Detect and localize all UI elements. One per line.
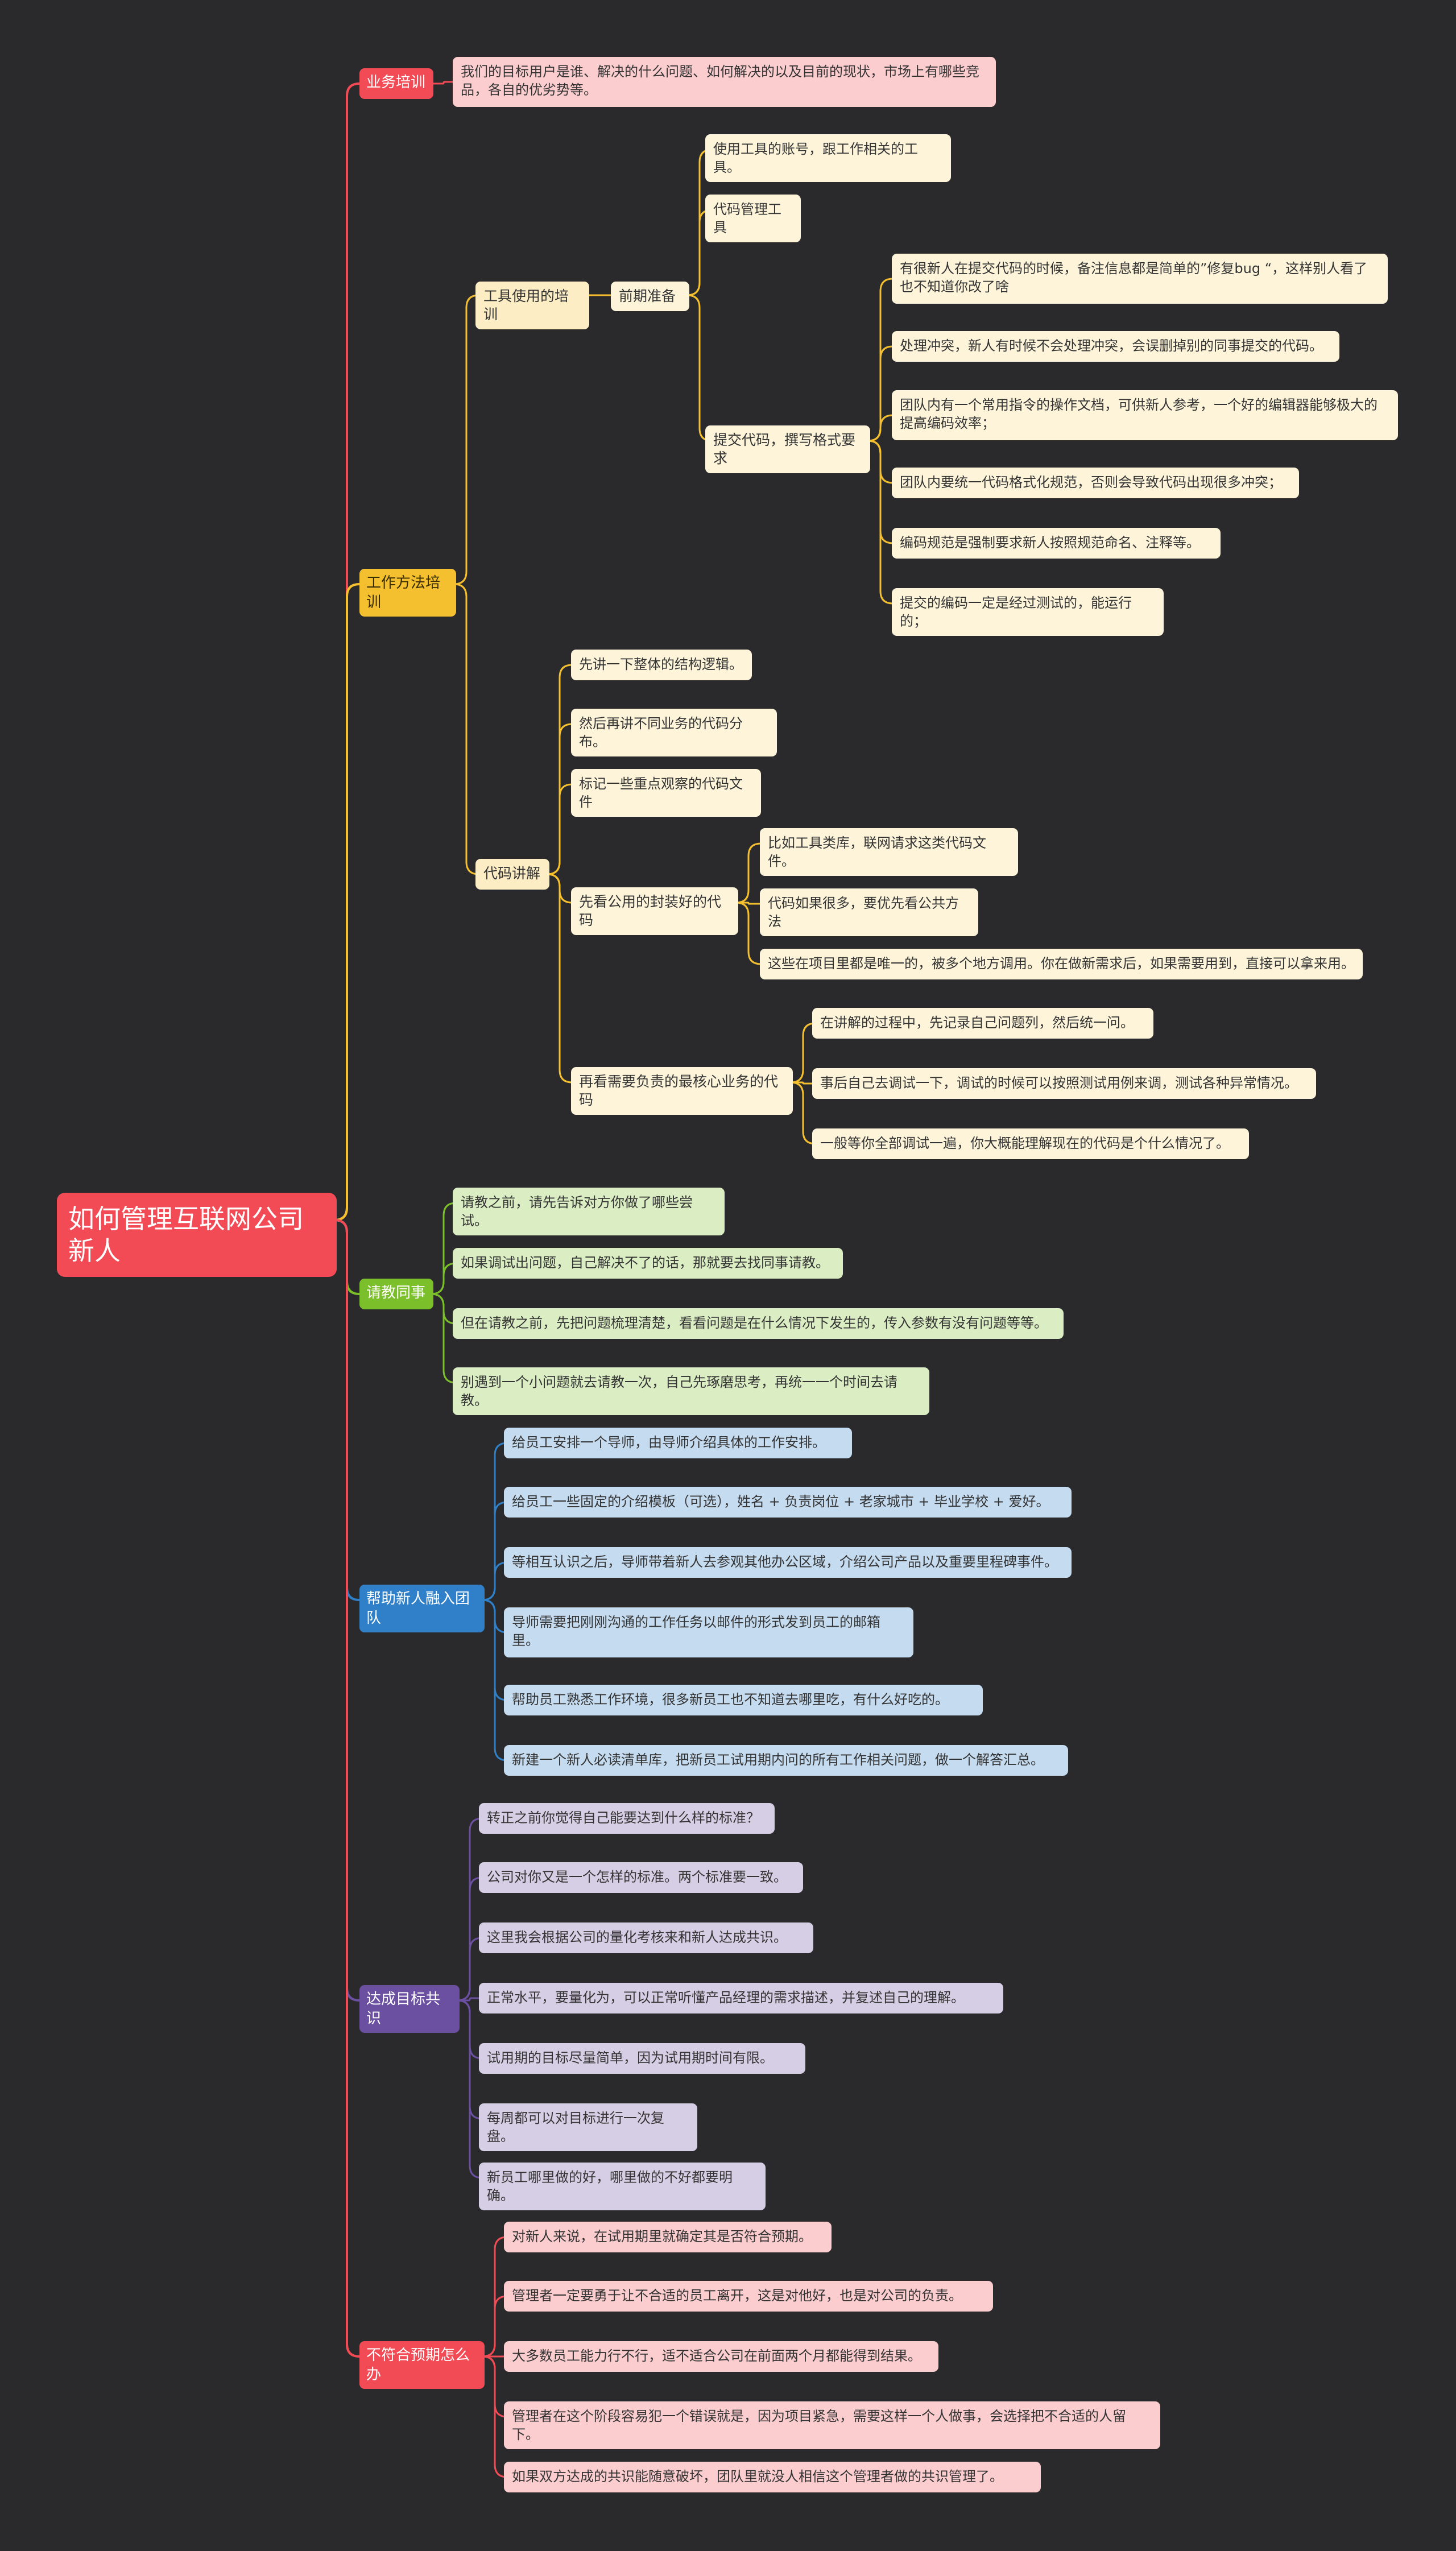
- branch-topic[interactable]: 业务培训: [359, 68, 433, 99]
- connector-line: [738, 902, 760, 905]
- leaf-topic[interactable]: 给员工安排一个导师，由导师介绍具体的工作安排。: [504, 1428, 852, 1458]
- leaf-topic[interactable]: 试用期的目标尽量简单，因为试用期时间有限。: [479, 2043, 805, 2074]
- connector-line: [547, 783, 573, 875]
- branch-topic[interactable]: 请教同事: [359, 1279, 433, 1309]
- leaf-topic[interactable]: 管理者一定要勇于让不合适的员工离开，这是对他好，也是对公司的负责。: [504, 2281, 993, 2312]
- branch-topic[interactable]: 工作方法培训: [359, 569, 456, 617]
- branch-topic[interactable]: 帮助新人融入团队: [359, 1585, 485, 1632]
- leaf-topic[interactable]: 提交的编码一定是经过测试的，能运行的；: [892, 588, 1164, 636]
- connector-line: [867, 414, 894, 442]
- leaf-topic[interactable]: 给员工一些固定的介绍模板（可选），姓名 + 负责岗位 + 老家城市 + 毕业学校…: [504, 1487, 1072, 1518]
- leaf-topic[interactable]: 公司对你又是一个怎样的标准。两个标准要一致。: [479, 1862, 803, 1893]
- subtopic[interactable]: 前期准备: [611, 282, 689, 311]
- branch-topic[interactable]: 达成目标共识: [359, 1985, 460, 2033]
- leaf-topic[interactable]: 团队内要统一代码格式化规范，否则会导致代码出现很多冲突；: [892, 468, 1299, 498]
- connector-line: [431, 1262, 457, 1295]
- leaf-topic[interactable]: 标记一些重点观察的代码文件: [571, 769, 761, 817]
- leaf-topic[interactable]: 等相互认识之后，导师带着新人去参观其他办公区域，介绍公司产品以及重要里程碑事件。: [504, 1547, 1072, 1578]
- leaf-topic[interactable]: 一般等你全部调试一遍，你大概能理解现在的代码是个什么情况了。: [812, 1128, 1249, 1159]
- connector-line: [482, 1599, 508, 1762]
- leaf-topic[interactable]: 这里我会根据公司的量化考核来和新人达成共识。: [479, 1922, 813, 1953]
- connector-line: [334, 1219, 360, 2358]
- connector-line: [735, 842, 762, 904]
- leaf-topic[interactable]: 帮助员工熟悉工作环境，很多新员工也不知道去哪里吃，有什么好吃的。: [504, 1685, 983, 1715]
- subtopic[interactable]: 工具使用的培训: [475, 282, 589, 329]
- leaf-topic[interactable]: 对新人来说，在试用期里就确定其是否符合预期。: [504, 2222, 832, 2252]
- subtopic[interactable]: 代码讲解: [475, 859, 549, 890]
- subtopic[interactable]: 再看需要负责的最核心业务的代码: [571, 1067, 793, 1115]
- leaf-topic[interactable]: 我们的目标用户是谁、解决的什么问题、如何解决的以及目前的现状，市场上有哪些竞品，…: [453, 57, 996, 107]
- leaf-topic[interactable]: 有很新人在提交代码的时候，备注信息都是简单的”修复bug “，这样别人看了也不知…: [892, 254, 1388, 304]
- leaf-topic[interactable]: 如果调试出问题，自己解决不了的话，那就要去找同事请教。: [453, 1248, 843, 1279]
- leaf-topic[interactable]: 然后再讲不同业务的代码分布。: [571, 709, 777, 756]
- leaf-topic[interactable]: 新员工哪里做的好，哪里做的不好都要明确。: [479, 2163, 766, 2210]
- connector-line: [482, 2355, 508, 2478]
- leaf-topic[interactable]: 请教之前，请先告诉对方你做了哪些尝试。: [453, 1188, 725, 1235]
- subtopic[interactable]: 提交代码，撰写格式要求: [705, 425, 870, 473]
- connector-line: [453, 583, 479, 875]
- leaf-topic[interactable]: 团队内有一个常用指令的操作文档，可供新人参考，一个好的编辑器能够极大的提高编码效…: [892, 390, 1398, 440]
- connector-line: [686, 294, 713, 442]
- connector-line: [482, 1561, 508, 1601]
- leaf-topic[interactable]: 转正之前你觉得自己能要达到什么样的标准？: [479, 1803, 775, 1834]
- connector-line: [453, 294, 479, 585]
- connector-line: [460, 1997, 479, 2002]
- leaf-topic[interactable]: 这些在项目里都是唯一的，被多个地方调用。你在做新需求后，如果需要用到，直接可以拿…: [760, 949, 1363, 979]
- subtopic[interactable]: 先看公用的封装好的代码: [571, 887, 738, 935]
- leaf-topic[interactable]: 正常水平，要量化为，可以正常听懂产品经理的需求描述，并复述自己的理解。: [479, 1983, 1003, 2013]
- leaf-topic[interactable]: 别遇到一个小问题就去请教一次，自己先琢磨思考，再统一一个时间去请教。: [453, 1367, 929, 1415]
- leaf-topic[interactable]: 代码如果很多，要优先看公共方法: [760, 888, 978, 936]
- leaf-topic[interactable]: 编码规范是强制要求新人按照规范命名、注释等。: [892, 528, 1221, 559]
- leaf-topic[interactable]: 每周都可以对目标进行一次复盘。: [479, 2103, 697, 2151]
- connector-line: [793, 1081, 812, 1085]
- leaf-topic[interactable]: 在讲解的过程中，先记录自己问题列，然后统一问。: [812, 1008, 1153, 1039]
- connector-line: [790, 1081, 816, 1145]
- root-topic[interactable]: 如何管理互联网公司新人: [57, 1193, 337, 1277]
- leaf-topic[interactable]: 代码管理工具: [705, 195, 801, 242]
- branch-topic[interactable]: 不符合预期怎么办: [359, 2341, 485, 2389]
- leaf-topic[interactable]: 如果双方达成的共识能随意破坏，团队里就没人相信这个管理者做的共识管理了。: [504, 2462, 1041, 2492]
- leaf-topic[interactable]: 导师需要把刚刚沟通的工作任务以邮件的形式发到员工的邮箱里。: [504, 1607, 913, 1657]
- leaf-topic[interactable]: 先讲一下整体的结构逻辑。: [571, 650, 752, 680]
- connector-line: [547, 873, 573, 1084]
- leaf-topic[interactable]: 管理者在这个阶段容易犯一个错误就是，因为项目紧急，需要这样一个人做事，会选择把不…: [504, 2401, 1160, 2449]
- leaf-topic[interactable]: 事后自己去调试一下，调试的时候可以按照测试用例来调，测试各种异常情况。: [812, 1068, 1316, 1099]
- leaf-topic[interactable]: 但在请教之前，先把问题梳理清楚，看看问题是在什么情况下发生的，传入参数有没有问题…: [453, 1308, 1064, 1339]
- connector-line: [433, 81, 453, 85]
- connector-line: [334, 583, 360, 1221]
- connector-line: [735, 902, 762, 965]
- leaf-topic[interactable]: 处理冲突，新人有时候不会处理冲突，会误删掉别的同事提交的代码。: [892, 331, 1339, 362]
- leaf-topic[interactable]: 大多数员工能力行不行，适不适合公司在前面两个月都能得到结果。: [504, 2341, 938, 2372]
- leaf-topic[interactable]: 新建一个新人必读清单库，把新员工试用期内问的所有工作相关问题，做一个解答汇总。: [504, 1745, 1068, 1776]
- connector-line: [867, 440, 894, 605]
- connector-line: [457, 1999, 483, 2179]
- leaf-topic[interactable]: 使用工具的账号，跟工作相关的工具。: [705, 134, 951, 182]
- connector-line: [431, 1293, 457, 1384]
- leaf-topic[interactable]: 比如工具类库，联网请求这类代码文件。: [760, 828, 1018, 876]
